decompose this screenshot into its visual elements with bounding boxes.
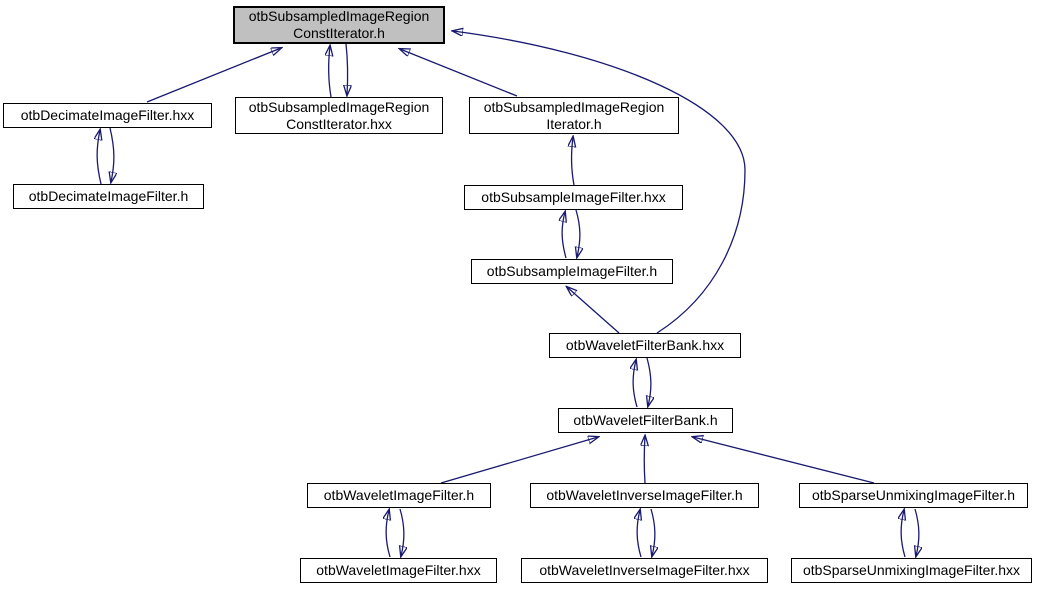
edge-decimate-h-to-decimate-hxx — [97, 130, 101, 185]
edge-waveletimagefilter-hxx-to-waveletimagefilter-h — [386, 510, 390, 558]
node-otbSubsampledImageRegionConstIterator-h[interactable]: otbSubsampledImageRegion ConstIterator.h — [233, 6, 445, 44]
node-otbWaveletInverseImageFilter-h[interactable]: otbWaveletInverseImageFilter.h — [530, 483, 759, 508]
node-otbSparseUnmixingImageFilter-hxx[interactable]: otbSparseUnmixingImageFilter.hxx — [791, 558, 1032, 583]
node-otbWaveletImageFilter-hxx[interactable]: otbWaveletImageFilter.hxx — [300, 558, 497, 583]
edge-waveletinverseimagefilter-h-to-waveletinverseimagefilter-hxx — [651, 508, 655, 556]
edge-waveletimagefilter-h-to-waveletfilterbank-h — [440, 437, 598, 484]
edge-constiterator-h-to-constiterator-hxx — [346, 43, 348, 95]
edge-waveletimagefilter-h-to-waveletimagefilter-hxx — [400, 508, 404, 556]
node-otbWaveletImageFilter-h[interactable]: otbWaveletImageFilter.h — [307, 483, 491, 508]
edge-decimate-hxx-to-constiterator-h — [146, 48, 281, 103]
edge-sparseunmixing-h-to-sparseunmixing-hxx — [915, 508, 919, 556]
edge-constiterator-hxx-to-constiterator-h — [329, 46, 331, 98]
node-otbWaveletFilterBank-h[interactable]: otbWaveletFilterBank.h — [558, 408, 733, 433]
node-otbDecimateImageFilter-hxx[interactable]: otbDecimateImageFilter.hxx — [3, 103, 212, 128]
edge-waveletfilterbank-hxx-to-waveletfilterbank-h — [647, 357, 651, 406]
edge-waveletinverseimagefilter-hxx-to-waveletinverseimagefilter-h — [637, 510, 641, 558]
edge-subsample-hxx-to-iterator-h — [572, 137, 574, 186]
node-otbDecimateImageFilter-h[interactable]: otbDecimateImageFilter.h — [13, 184, 204, 209]
node-otbWaveletInverseImageFilter-hxx[interactable]: otbWaveletInverseImageFilter.hxx — [521, 558, 768, 583]
edge-waveletfilterbank-hxx-to-subsample-h — [567, 287, 620, 334]
node-otbWaveletFilterBank-hxx[interactable]: otbWaveletFilterBank.hxx — [549, 333, 741, 358]
edge-sparseunmixing-hxx-to-sparseunmixing-h — [901, 510, 905, 558]
edge-subsample-h-to-subsample-hxx — [562, 212, 566, 259]
node-otbSubsampledImageRegionIterator-h[interactable]: otbSubsampledImageRegion Iterator.h — [469, 97, 679, 134]
edge-waveletfilterbank-hxx-to-constiterator-h — [453, 31, 746, 334]
edge-subsample-hxx-to-subsample-h — [576, 209, 580, 257]
edge-decimate-hxx-to-decimate-h — [110, 127, 114, 182]
node-otbSubsampleImageFilter-hxx[interactable]: otbSubsampleImageFilter.hxx — [464, 185, 683, 210]
node-otbSubsampledImageRegionConstIterator-hxx[interactable]: otbSubsampledImageRegion ConstIterator.h… — [235, 97, 443, 134]
edge-iterator-h-to-constiterator-h — [400, 49, 518, 97]
edge-waveletfilterbank-h-to-waveletfilterbank-hxx — [633, 360, 637, 408]
node-otbSparseUnmixingImageFilter-h[interactable]: otbSparseUnmixingImageFilter.h — [799, 483, 1028, 508]
node-otbSubsampleImageFilter-h[interactable]: otbSubsampleImageFilter.h — [471, 259, 673, 284]
edge-waveletinverseimagefilter-h-to-waveletfilterbank-h — [644, 436, 645, 484]
edge-sparseunmixingimagefilter-h-to-waveletfilterbank-h — [693, 437, 875, 484]
